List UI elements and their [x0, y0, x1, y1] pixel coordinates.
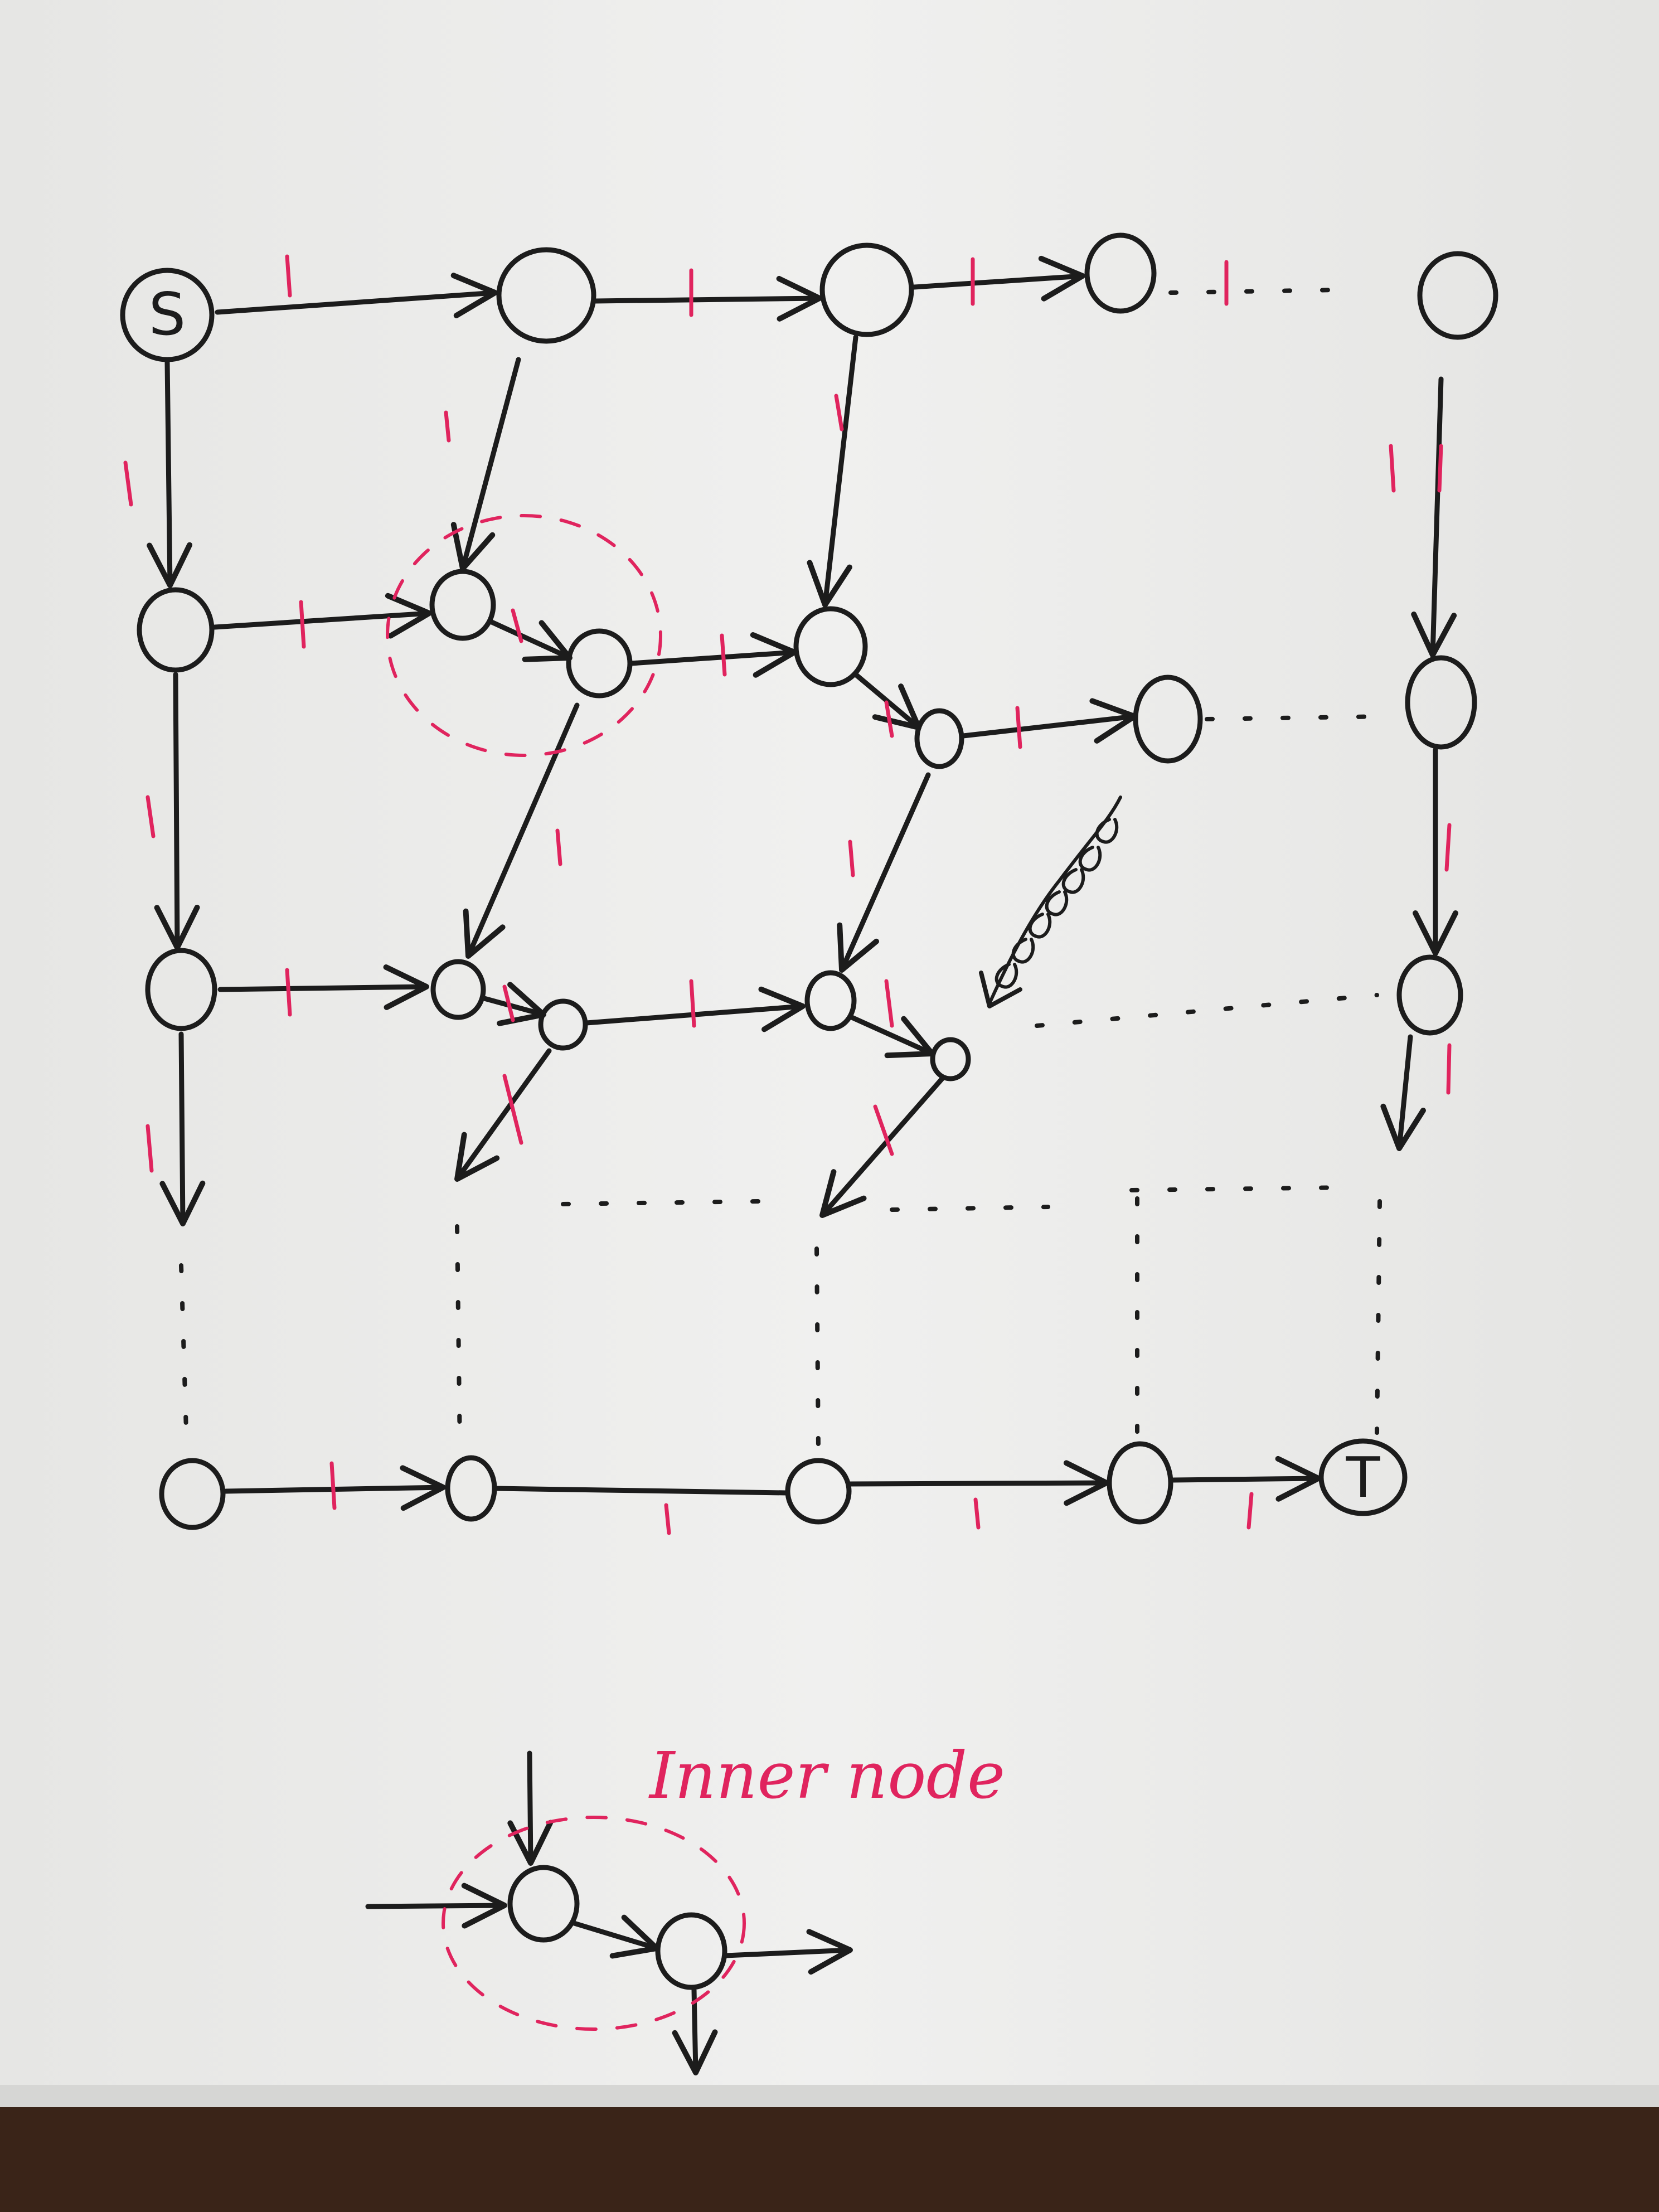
node: [429, 569, 496, 641]
edge-arrow: [507, 1750, 554, 1866]
capacity-tick: [1446, 1043, 1452, 1095]
node: [914, 708, 964, 769]
capacity-tick: [502, 984, 515, 1022]
capacity-tick: [848, 840, 855, 877]
edge-arrow: [147, 360, 193, 588]
edge-arrow: [571, 1914, 659, 1959]
node-group: S T: [120, 232, 1498, 1990]
capacity-tick: [145, 1124, 154, 1173]
capacity-tick: [973, 1497, 981, 1530]
node: [804, 970, 857, 1031]
node: [1405, 655, 1477, 750]
edge-group: [147, 255, 1458, 2075]
node: [1084, 232, 1157, 314]
inner-node-boundary: [386, 514, 662, 757]
capacity-tick: [1246, 1492, 1254, 1530]
paper-edge: [0, 2085, 1659, 2107]
edge-arrow: [723, 1929, 853, 1975]
capacity-tick: [664, 1503, 671, 1535]
edge-arrow: [1171, 1456, 1321, 1502]
edge-arrow: [159, 1031, 206, 1226]
edge-arrow: [217, 964, 429, 1010]
node: [159, 1458, 226, 1530]
dotted-continuation: [890, 1205, 1050, 1212]
inner-node-boundary: [442, 1816, 746, 2031]
node: [1107, 1441, 1173, 1525]
capacity-tick: [1437, 444, 1443, 493]
node: [1396, 954, 1463, 1036]
capacity-tick: [145, 795, 156, 838]
crossed-arrowhead: [979, 971, 1022, 1008]
edge-arrow: [849, 1015, 935, 1059]
capacity-tick: [1444, 823, 1452, 872]
node: [507, 1865, 580, 1943]
edge-arrow: [593, 275, 822, 322]
dotted-continuation: [1129, 1185, 1351, 1192]
edge-line: [493, 1486, 789, 1496]
scribbled-arrow: [979, 795, 1122, 1008]
edge-arrow: [837, 772, 931, 973]
capacity-tick: [1015, 706, 1022, 749]
edge-arrow: [488, 619, 573, 662]
capacity-tick: [834, 394, 844, 431]
edge-arrow: [463, 702, 580, 959]
edge-arrow: [1411, 376, 1457, 658]
dotted-continuation: [455, 1224, 462, 1452]
capacity-tick: [884, 979, 894, 1028]
node: [430, 959, 486, 1020]
dotted-continuation: [1205, 714, 1390, 721]
paper-sheet: [0, 0, 1659, 2107]
edge-arrow: [807, 334, 858, 608]
edge-arrow: [212, 593, 432, 639]
node: [1417, 251, 1498, 340]
node: [137, 587, 215, 673]
sink-node: [1318, 1438, 1408, 1516]
inner-node-highlight: [386, 514, 746, 2031]
capacity-tick: [285, 254, 292, 298]
capacity-tick: [873, 1104, 894, 1156]
edge-arrow: [215, 273, 498, 318]
edge-arrow: [628, 632, 797, 678]
edge-arrow: [911, 255, 1085, 302]
node: [496, 247, 596, 344]
dotted-continuation: [1375, 1199, 1382, 1435]
inner-node-legend-label: Inner node: [648, 1739, 1005, 1813]
capacity-tick: [502, 1074, 523, 1145]
node: [930, 1037, 971, 1081]
dotted-continuation: [179, 1263, 189, 1452]
edge-arrow: [479, 982, 546, 1026]
source-label: S: [149, 280, 186, 348]
edge-arrow: [819, 1076, 945, 1218]
capacity-tick: [123, 460, 133, 507]
capacity-tick: [720, 633, 727, 677]
source-node: [120, 268, 215, 362]
capacity-tick: [444, 410, 451, 443]
edge-arrow: [847, 1460, 1109, 1506]
edge-arrow: [961, 698, 1137, 744]
sink-label: T: [1345, 1445, 1380, 1510]
capacity-tick: [689, 979, 696, 1028]
capacity-tick: [884, 700, 894, 738]
capacity-tick: [329, 1461, 337, 1510]
capacity-tick: [555, 828, 562, 866]
edge-arrow: [450, 357, 521, 571]
edge-arrow: [154, 672, 200, 950]
capacity-tick: [511, 608, 523, 643]
capacity-ticks: [123, 254, 1452, 1535]
node: [819, 242, 914, 337]
node: [145, 948, 217, 1031]
capacity-tick: [285, 968, 292, 1017]
capacity-tick: [299, 600, 306, 649]
edge-arrow: [454, 1048, 552, 1182]
crossed-out-scribble: [988, 795, 1122, 1005]
edge-arrow: [1380, 1034, 1426, 1151]
edge-arrow: [365, 1883, 507, 1929]
ellipsis-lines: [179, 288, 1390, 1452]
capacity-tick: [1389, 444, 1396, 493]
